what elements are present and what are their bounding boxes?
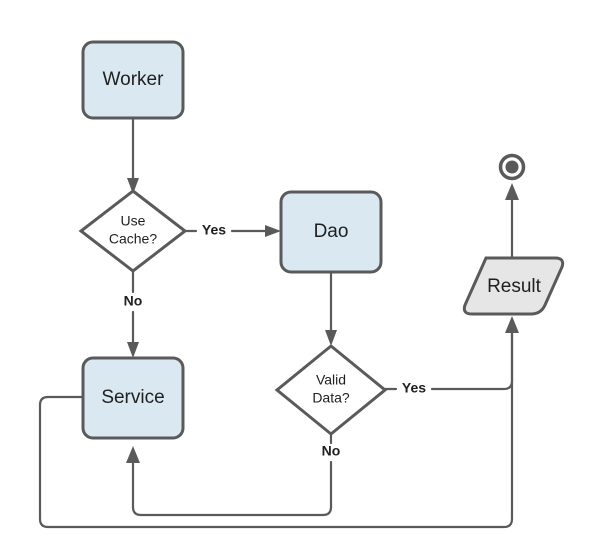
edge-service-to-result — [38, 328, 514, 529]
arrow-head-icon — [127, 342, 139, 358]
node-dao-shape[interactable] — [279, 190, 383, 274]
node-end[interactable] — [498, 153, 526, 181]
node-valid-data-label-line1: Valid — [316, 372, 346, 388]
node-dao[interactable]: Dao — [279, 190, 383, 274]
node-worker-label: Worker — [103, 69, 165, 90]
arrow-head-icon — [126, 446, 140, 463]
node-valid-data-label-line2: Data? — [312, 390, 350, 406]
edge-label-valid-data-yes: Yes — [402, 380, 426, 396]
edge-line — [131, 460, 333, 517]
node-use-cache-shape[interactable] — [78, 189, 188, 273]
node-result[interactable]: Result — [462, 256, 565, 316]
edge-result-to-end — [505, 183, 519, 260]
node-service-label: Service — [101, 387, 164, 408]
node-valid-data-shape[interactable] — [274, 344, 388, 436]
edge-label-use-cache-yes: Yes — [202, 222, 226, 238]
node-result-label: Result — [487, 276, 542, 297]
node-service[interactable]: Service — [81, 356, 185, 440]
node-dao-label: Dao — [314, 221, 349, 242]
edge-use-cache-yes-to-dao — [183, 225, 281, 237]
node-use-cache-label-line2: Cache? — [109, 231, 157, 247]
end-node-inner-dot-icon — [505, 160, 519, 174]
edge-valid-data-yes-to-result — [383, 316, 519, 391]
node-service-shape[interactable] — [81, 356, 185, 440]
edge-line — [430, 328, 514, 391]
edge-valid-data-no-to-service — [126, 432, 333, 517]
arrow-head-icon — [265, 225, 281, 237]
arrow-head-icon — [127, 178, 139, 194]
node-worker[interactable]: Worker — [81, 40, 185, 120]
edge-worker-to-use-cache — [127, 116, 139, 194]
edge-label-use-cache-no: No — [124, 293, 143, 309]
node-result-shape[interactable] — [462, 256, 565, 316]
arrow-head-icon — [325, 330, 337, 346]
node-use-cache-label-line1: Use — [121, 213, 146, 229]
edge-dao-to-valid-data — [325, 270, 337, 346]
edge-line — [38, 328, 514, 529]
node-worker-shape[interactable] — [81, 40, 185, 120]
arrow-head-icon — [505, 183, 519, 200]
node-use-cache[interactable]: Use Cache? — [78, 189, 188, 273]
node-valid-data[interactable]: Valid Data? — [274, 344, 388, 436]
edge-label-valid-data-no: No — [322, 443, 341, 459]
edge-use-cache-no-to-service — [127, 269, 139, 358]
arrow-head-icon — [505, 316, 519, 333]
